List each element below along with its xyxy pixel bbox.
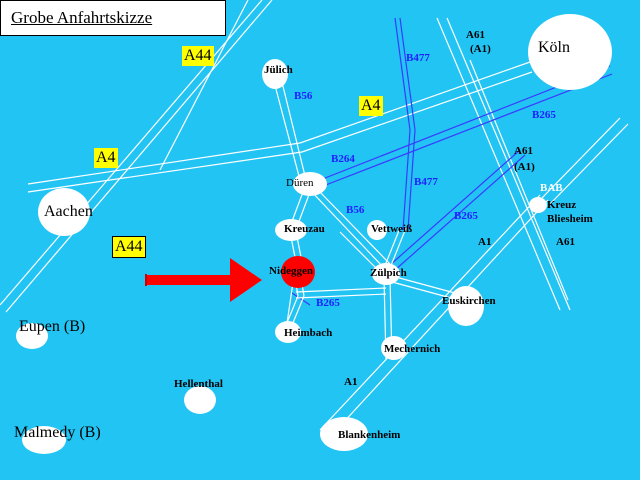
city-dot-vettweiss	[367, 220, 387, 240]
label-kreuz: Kreuz	[547, 199, 577, 211]
label-a61-mid: A61	[514, 145, 533, 157]
label-a1-bottom: A1	[344, 376, 358, 388]
label-b477-top: B477	[406, 52, 430, 64]
label-eupen: Eupen (B)	[19, 318, 86, 335]
label-kreuzau: Kreuzau	[284, 223, 325, 235]
city-dot-juelich	[262, 59, 288, 89]
label-juelich: Jülich	[264, 64, 293, 76]
label-b265-mid: B265	[454, 210, 478, 222]
city-dot-euskirchen	[448, 286, 484, 326]
label-a1-mid: A1	[478, 236, 492, 248]
city-dot-dueren	[293, 172, 327, 196]
city-dot-eupen	[16, 323, 48, 349]
motorway-lines	[0, 0, 629, 438]
label-mechernich: Mechernich	[384, 343, 441, 355]
label-bab: BAB	[540, 182, 563, 194]
city-dot-malmedy	[22, 426, 66, 454]
city-dot-heimbach	[275, 321, 301, 343]
label-euskirchen: Euskirchen	[442, 295, 496, 307]
badge-a4-left: A4	[94, 148, 118, 168]
city-dot-kreuzau	[275, 219, 307, 241]
label-vettweiss: Vettweiß	[371, 223, 413, 235]
label-blankenheim: Blankenheim	[338, 429, 401, 441]
label-bliesheim: Bliesheim	[547, 213, 593, 225]
city-dot-kreuz-bliesheim	[529, 197, 547, 213]
label-b56-top: B56	[294, 90, 313, 102]
label-a61-right: A61	[556, 236, 575, 248]
title-box: Grobe Anfahrtskizze	[0, 0, 226, 36]
label-b56-mid: B56	[346, 204, 365, 216]
label-b477-mid: B477	[414, 176, 438, 188]
label-aachen: Aachen	[44, 203, 93, 220]
label-malmedy: Malmedy (B)	[14, 424, 101, 441]
city-dot-mechernich	[381, 336, 407, 360]
label-b265-top: B265	[532, 109, 556, 121]
badge-a4-right: A4	[359, 96, 383, 116]
label-a1-top: (A1)	[470, 43, 491, 55]
city-dot-koeln	[528, 14, 612, 90]
red-arrow-icon	[145, 258, 262, 302]
label-a61-top: A61	[466, 29, 485, 41]
city-dot-hellenthal	[184, 386, 216, 414]
label-heimbach: Heimbach	[284, 327, 333, 339]
label-zuelpich: Zülpich	[370, 267, 407, 279]
label-dueren: Düren	[286, 177, 314, 189]
label-nideggen: Nideggen	[269, 265, 313, 277]
label-b264: B264	[331, 153, 355, 165]
local-road-lines	[271, 73, 467, 361]
target-marker	[281, 256, 315, 288]
label-koeln: Köln	[538, 39, 570, 56]
badge-a44-left: A44	[112, 236, 146, 258]
badge-a44-top: A44	[182, 46, 214, 66]
map-title: Grobe Anfahrtskizze	[11, 8, 153, 27]
city-dot-zuelpich	[372, 263, 400, 285]
label-b265-bottom: B265	[316, 297, 340, 309]
city-markers	[16, 14, 612, 454]
label-hellenthal: Hellenthal	[174, 378, 223, 390]
city-dot-blankenheim	[320, 417, 368, 451]
city-dot-aachen	[38, 188, 90, 236]
label-a1-mid-paren: (A1)	[514, 161, 535, 173]
